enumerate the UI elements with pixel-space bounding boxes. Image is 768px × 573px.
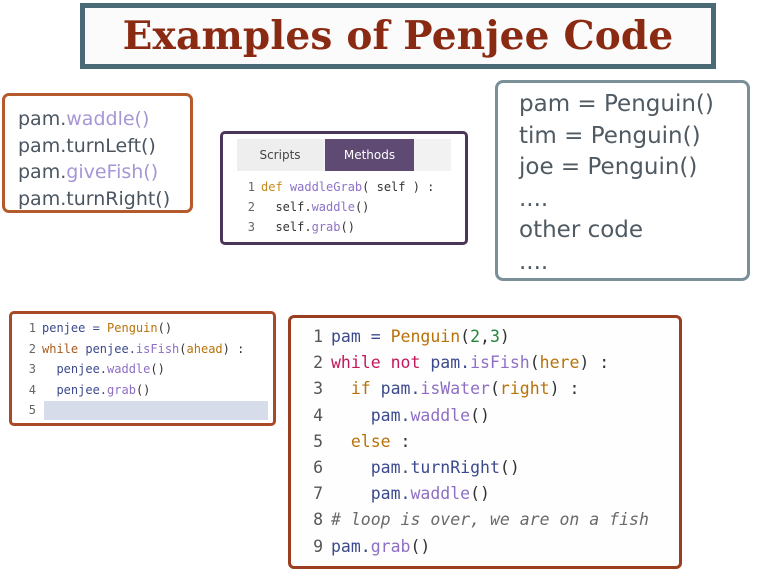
code-line-active[interactable]: 5 bbox=[16, 400, 268, 421]
page-title: Examples of Penjee Code bbox=[122, 13, 674, 59]
object-line: pam = Penguin() bbox=[519, 91, 714, 117]
objects-example-box: pam = Penguin() tim = Penguin() joe = Pe… bbox=[495, 80, 750, 281]
code-line: 8# loop is over, we are on a fish bbox=[313, 510, 649, 530]
code-line: 5 else : bbox=[313, 431, 411, 451]
object-line: .... bbox=[519, 248, 549, 275]
object-line: joe = Penguin() bbox=[519, 154, 698, 180]
object-line: .... bbox=[519, 185, 549, 212]
command-line: pam.turnLeft() bbox=[18, 134, 156, 157]
code-line: 3 self.grab() bbox=[247, 220, 355, 234]
object-line: tim = Penguin() bbox=[519, 122, 701, 149]
code-line: 3 if pam.isWater(right) : bbox=[313, 379, 580, 399]
code-line: 6 pam.turnRight() bbox=[313, 457, 520, 477]
command-line: pam.giveFish() bbox=[18, 161, 159, 183]
command-line: pam.turnRight() bbox=[18, 187, 171, 210]
tab-bar: Scripts Methods bbox=[237, 139, 451, 171]
tab-methods[interactable]: Methods bbox=[325, 139, 414, 171]
code-line: 4 pam.waddle() bbox=[313, 405, 490, 425]
code-line: 7 pam.waddle() bbox=[313, 484, 490, 504]
code-line: 4 penjee.grab() bbox=[28, 382, 151, 397]
object-line: other code bbox=[519, 217, 644, 243]
title-banner: Examples of Penjee Code bbox=[80, 3, 716, 69]
active-line-highlight bbox=[44, 401, 268, 420]
code-line: 3 penjee.waddle() bbox=[28, 362, 165, 376]
tab-scripts[interactable]: Scripts bbox=[237, 139, 323, 171]
command-line: pam.waddle() bbox=[18, 108, 150, 130]
code-line: 2 self.waddle() bbox=[247, 200, 370, 214]
commands-example-box: pam.waddle() pam.turnLeft() pam.giveFish… bbox=[2, 93, 193, 213]
